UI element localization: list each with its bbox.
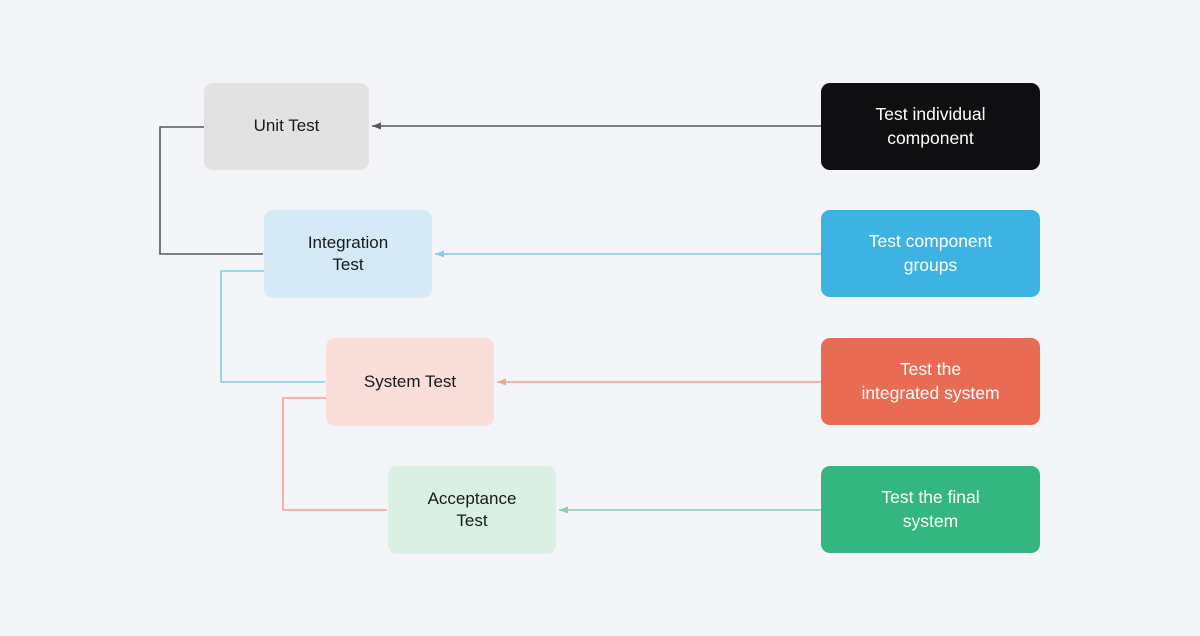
node-label-unit-test: Unit Test xyxy=(253,116,320,136)
desc-text-unit-test: Test individual component xyxy=(875,104,986,148)
desc-text-integration-test: Test component groups xyxy=(868,231,993,275)
desc-text-acceptance-test: Test the final system xyxy=(881,487,980,531)
desc-unit-test: Test individual component xyxy=(821,83,1040,170)
node-system-test: System Test xyxy=(326,338,494,426)
node-label-system-test: System Test xyxy=(363,371,457,391)
desc-integration-test: Test component groups xyxy=(821,210,1040,297)
desc-system-test: Test the integrated system xyxy=(821,338,1040,425)
node-label-integration-test: Integration Test xyxy=(307,232,389,274)
node-integration-test: Integration Test xyxy=(264,210,432,298)
node-label-acceptance-test: Acceptance Test xyxy=(427,488,517,530)
node-unit-test: Unit Test xyxy=(204,83,369,170)
desc-acceptance-test: Test the final system xyxy=(821,466,1040,553)
desc-text-system-test: Test the integrated system xyxy=(861,359,1000,403)
node-acceptance-test: Acceptance Test xyxy=(388,466,556,554)
